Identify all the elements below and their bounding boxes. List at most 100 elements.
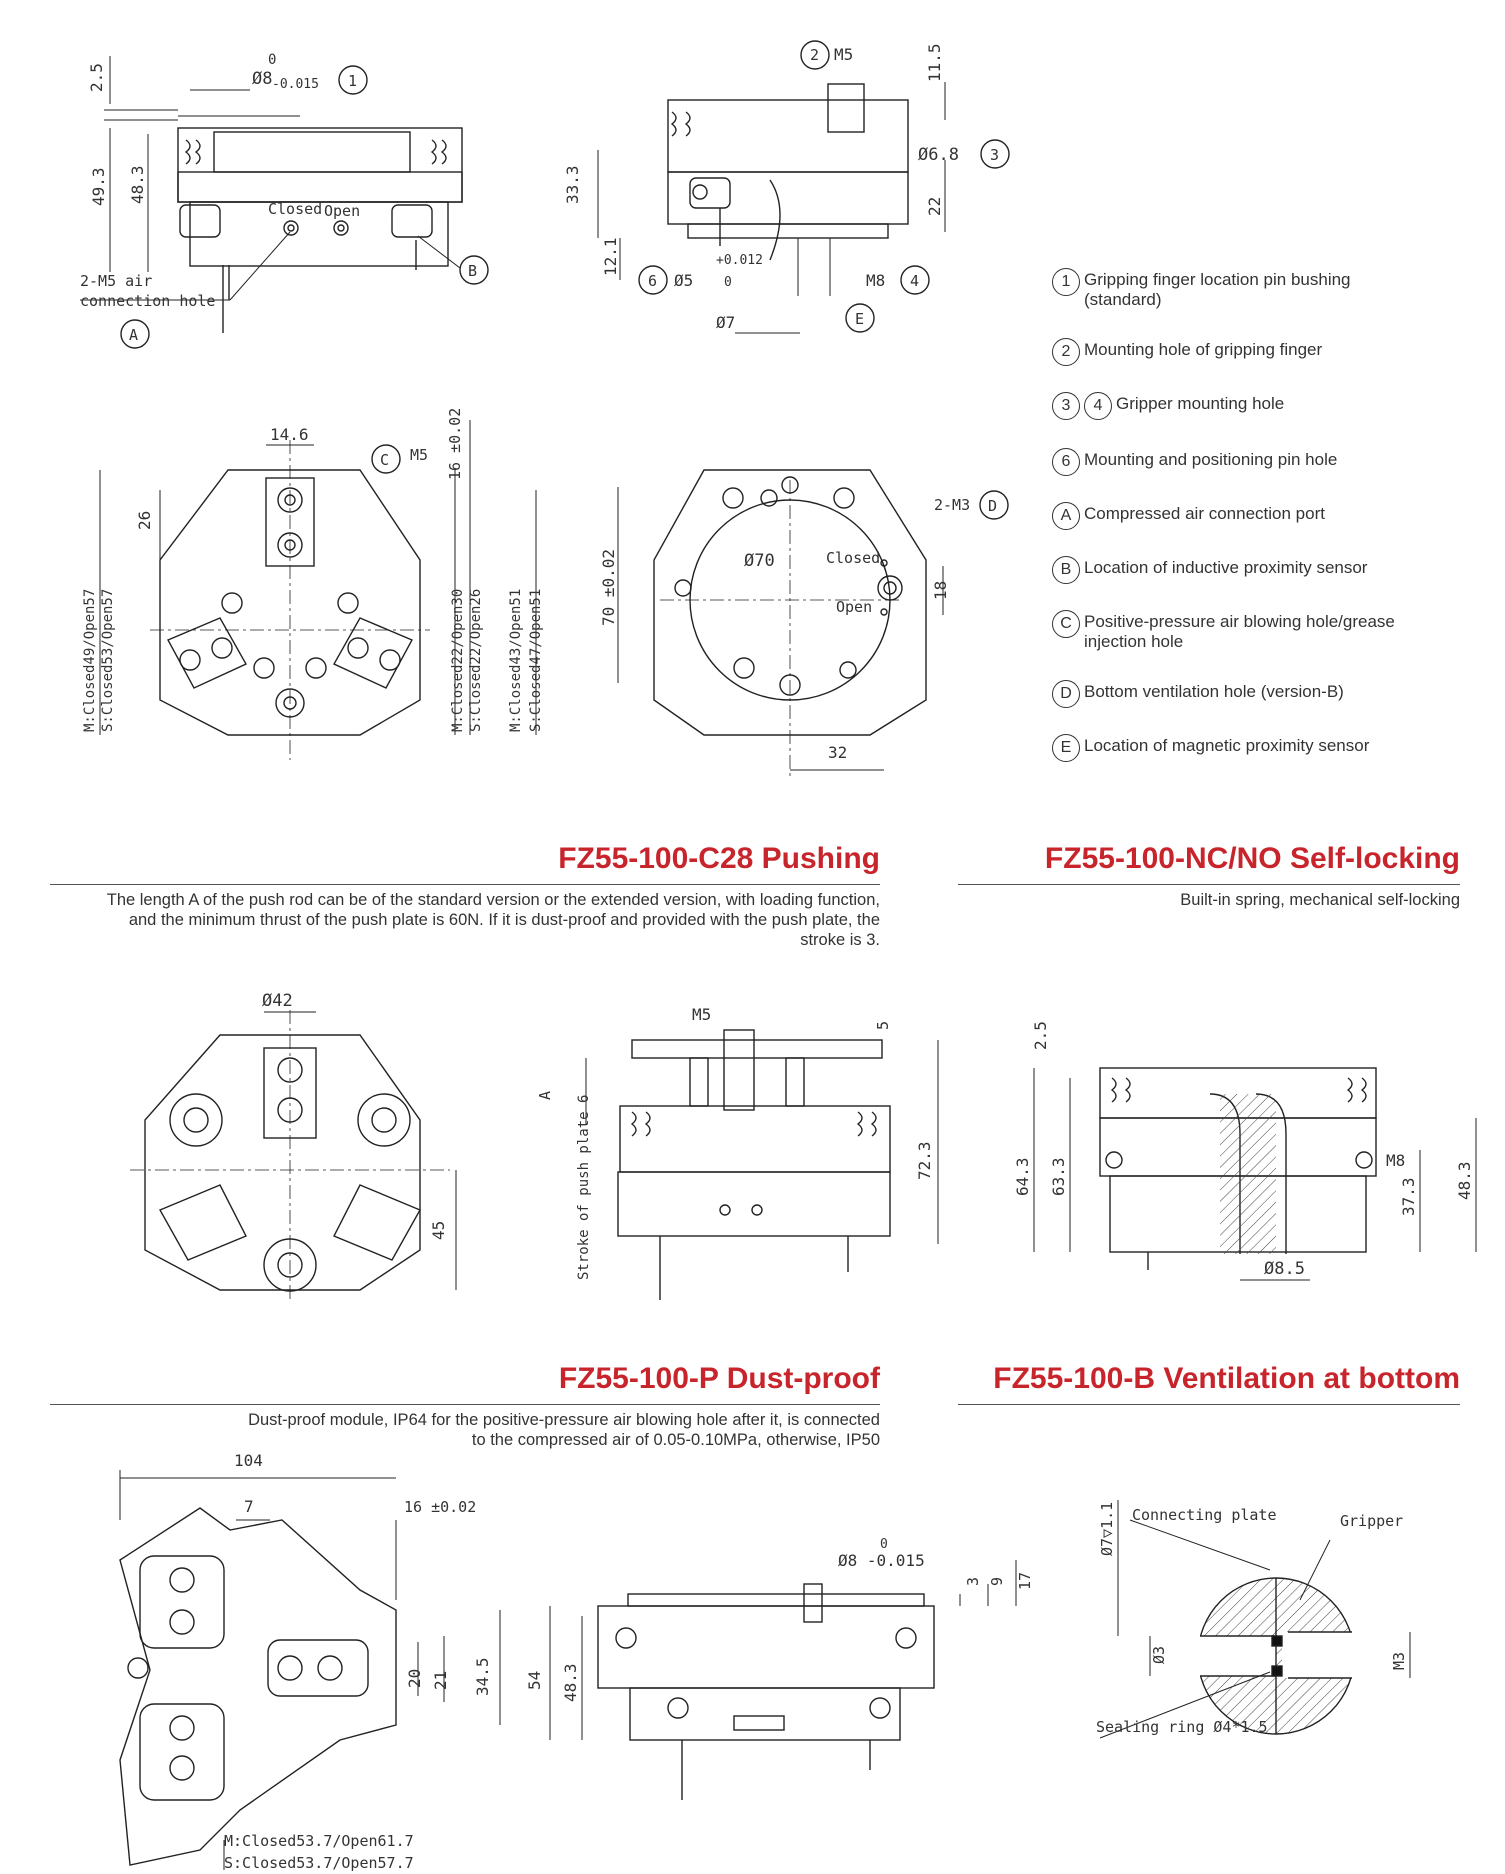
side-dim-11-5: 11.5 xyxy=(925,43,944,82)
c28-m5: M5 xyxy=(692,1005,711,1024)
front-dim-49-3: 49.3 xyxy=(89,167,108,206)
front-dim-2-5: 2.5 xyxy=(87,63,106,92)
p-dim-21: 21 xyxy=(431,1671,450,1690)
side-tol-5b: 0 xyxy=(724,275,732,290)
p-dim-34-5: 34.5 xyxy=(473,1657,492,1696)
section-title-b: FZ55-100-B Ventilation at bottom xyxy=(993,1362,1460,1395)
legend-text: Gripper mounting hole xyxy=(1116,394,1285,413)
marker-circle: 2 xyxy=(1052,338,1080,366)
marker-circle: C xyxy=(1052,610,1080,638)
side-tol-5a: +0.012 xyxy=(716,253,763,268)
front-closed: Closed xyxy=(268,200,322,218)
section-title-ncno: FZ55-100-NC/NO Self-locking xyxy=(1044,842,1460,875)
marker-B: B xyxy=(468,262,477,280)
marker-circle: 6 xyxy=(1052,448,1080,476)
top-dim-14-6: 14.6 xyxy=(270,425,309,444)
top-m-closed-3: M:Closed43/Open51 xyxy=(508,589,524,732)
top-s-closed-2: S:Closed22/Open26 xyxy=(468,589,484,732)
legend-text: Compressed air connection port xyxy=(1084,504,1325,523)
legend-text: Positive-pressure air blowing hole/greas… xyxy=(1084,612,1395,651)
front-dim-48-3: 48.3 xyxy=(128,165,147,204)
side-dim-22: 22 xyxy=(925,197,944,216)
b-detail-view xyxy=(1099,1500,1411,1739)
marker-circle: E xyxy=(1052,734,1080,762)
nc-dim-2-5: 2.5 xyxy=(1031,1021,1050,1050)
pside-dim-54: 54 xyxy=(525,1671,544,1690)
section-rule-ncno xyxy=(958,884,1460,885)
section-title-p: FZ55-100-P Dust-proof xyxy=(558,1362,880,1395)
pside-dim-9: 9 xyxy=(988,1577,1006,1586)
nc-dim-48-3: 48.3 xyxy=(1455,1161,1474,1200)
side-m8: M8 xyxy=(866,271,885,290)
section-desc-ncno: Built-in spring, mechanical self-locking xyxy=(1180,891,1460,909)
marker-circle: A xyxy=(1052,502,1080,530)
side-dia-5: Ø5 xyxy=(674,271,693,290)
marker-3: 3 xyxy=(990,146,999,164)
front-dia: Ø8 xyxy=(252,69,272,89)
marker-circle: 3 xyxy=(1052,392,1080,420)
legend-item-C: C Positive-pressure air blowing hole/gre… xyxy=(1052,610,1424,652)
marker-A: A xyxy=(129,326,138,344)
p-side-view xyxy=(549,1560,1017,1800)
marker-E: E xyxy=(855,310,864,328)
pside-tol-0: 0 xyxy=(880,1537,888,1552)
marker-6: 6 xyxy=(648,272,657,290)
marker-2: 2 xyxy=(810,46,819,64)
section-rule-c28 xyxy=(50,884,880,885)
ncno-side-view xyxy=(1033,1067,1477,1281)
bottom-open: Open xyxy=(836,598,872,616)
section-rule-b xyxy=(958,1404,1460,1405)
bottom-dim-32: 32 xyxy=(828,743,847,762)
c28-dia-42: Ø42 xyxy=(262,991,293,1011)
legend-text: Bottom ventilation hole (version-B) xyxy=(1084,682,1344,701)
nc-dim-37-3: 37.3 xyxy=(1399,1177,1418,1216)
side-view xyxy=(597,40,1010,334)
legend-item-E: E Location of magnetic proximity sensor xyxy=(1052,734,1369,762)
marker-1: 1 xyxy=(348,72,357,90)
pside-dim-17: 17 xyxy=(1016,1572,1034,1590)
section-title-c28: FZ55-100-C28 Pushing xyxy=(558,842,880,875)
top-s-closed-3: S:Closed47/Open51 xyxy=(528,589,544,732)
b-connecting-plate: Connecting plate xyxy=(1132,1506,1277,1524)
side-dim-12-1: 12.1 xyxy=(601,237,620,276)
c28-dim-72-3: 72.3 xyxy=(915,1141,934,1180)
front-tol-top: 0 xyxy=(268,52,276,68)
pside-dim-48-3: 48.3 xyxy=(561,1663,580,1702)
legend-text: Gripping finger location pin bushing (st… xyxy=(1084,270,1351,309)
front-tol-bot: -0.015 xyxy=(272,77,319,92)
legend-text: Location of inductive proximity sensor xyxy=(1084,558,1368,577)
top-dim-26: 26 xyxy=(135,511,154,530)
b-dia-3: Ø3 xyxy=(1150,1646,1168,1664)
nc-m8: M8 xyxy=(1386,1151,1405,1170)
legend-item-2: 2 Mounting hole of gripping finger xyxy=(1052,338,1322,366)
side-m5: M5 xyxy=(834,45,853,64)
front-view xyxy=(80,56,489,349)
legend-item-B: B Location of inductive proximity sensor xyxy=(1052,556,1367,584)
bottom-view xyxy=(617,469,1009,780)
marker-circle: D xyxy=(1052,680,1080,708)
b-dia-7: Ø7▽1.1 xyxy=(1098,1502,1116,1556)
top-view xyxy=(99,420,537,760)
p-dim-7: 7 xyxy=(244,1497,254,1516)
b-seal: Sealing ring Ø4*1.5 xyxy=(1096,1718,1268,1736)
legend-item-1: 1 Gripping finger location pin bushing (… xyxy=(1052,268,1384,310)
nc-dim-64-3: 64.3 xyxy=(1013,1157,1032,1196)
bottom-dim-70: 70 ±0.02 xyxy=(599,549,618,626)
marker-circle: 4 xyxy=(1084,392,1112,420)
p-m-closed: M:Closed53.7/Open61.7 xyxy=(224,1832,414,1850)
legend-text: Location of magnetic proximity sensor xyxy=(1084,736,1370,755)
top-dim-16: 16 ±0.02 xyxy=(446,408,464,480)
top-s-closed-1: S:Closed53/Open57 xyxy=(100,589,116,732)
legend-item-3-4: 3 4 Gripper mounting hole xyxy=(1052,392,1284,420)
front-open: Open xyxy=(324,202,360,220)
c28-top-view xyxy=(130,1010,457,1300)
legend-item-D: D Bottom ventilation hole (version-B) xyxy=(1052,680,1344,708)
bottom-m3: 2-M3 xyxy=(934,496,970,514)
top-m5: M5 xyxy=(410,446,428,464)
c28-dim-45: 45 xyxy=(429,1221,448,1240)
side-dim-33-3: 33.3 xyxy=(563,165,582,204)
nc-dim-63-3: 63.3 xyxy=(1049,1157,1068,1196)
section-rule-p xyxy=(50,1404,880,1405)
top-m-closed-2: M:Closed22/Open30 xyxy=(450,589,466,732)
